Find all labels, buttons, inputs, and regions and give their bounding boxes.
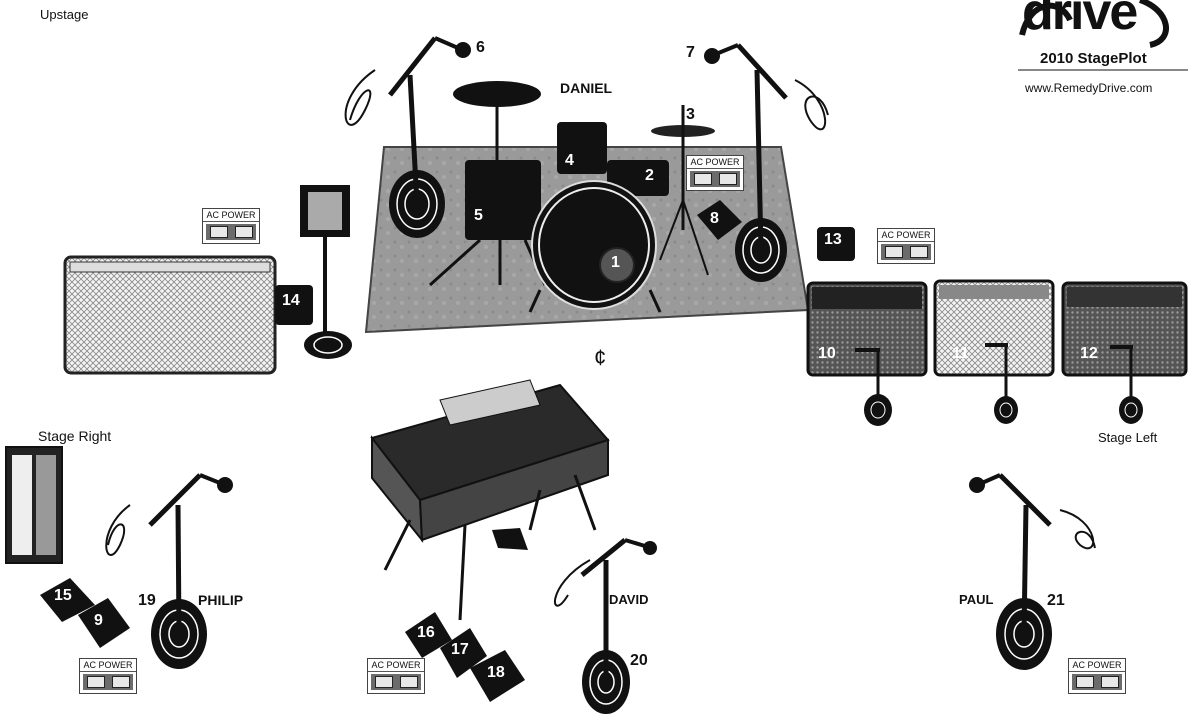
member-daniel: DANIEL xyxy=(560,80,612,96)
stage-left-label: Stage Left xyxy=(1098,430,1157,445)
vocal-mic-stand-icon xyxy=(106,475,233,669)
input-number-20: 20 xyxy=(630,652,648,670)
input-number-1: 1 xyxy=(611,254,620,272)
power-outlet-icon xyxy=(371,674,421,690)
vocal-mic-stand-icon xyxy=(555,540,657,714)
ac-power-outlet: AC POWER xyxy=(367,658,425,694)
input-number-11: 11 xyxy=(952,345,969,363)
ac-power-outlet: AC POWER xyxy=(877,228,935,264)
input-number-4: 4 xyxy=(565,152,574,170)
vocal-mic-stand-icon xyxy=(969,475,1095,670)
ac-power-outlet: AC POWER xyxy=(1068,658,1126,694)
input-number-13: 13 xyxy=(824,231,842,249)
input-number-8: 8 xyxy=(710,210,719,228)
member-david: DAVID xyxy=(609,592,648,607)
input-number-6: 6 xyxy=(476,39,485,57)
ac-power-label: AC POWER xyxy=(878,229,934,242)
input-number-2: 2 xyxy=(645,167,654,185)
member-philip: PHILIP xyxy=(198,592,243,608)
input-number-12: 12 xyxy=(1080,345,1098,363)
input-number-9: 9 xyxy=(94,612,103,630)
input-number-17: 17 xyxy=(451,641,469,659)
input-number-5: 5 xyxy=(474,207,483,225)
keyboard-rig-icon xyxy=(372,380,608,620)
ac-power-label: AC POWER xyxy=(203,209,259,222)
monitor-stand-icon xyxy=(300,185,352,359)
ac-power-label: AC POWER xyxy=(1069,659,1125,672)
input-number-10: 10 xyxy=(818,345,836,363)
power-outlet-icon xyxy=(881,244,931,260)
plot-title: 2010 StagePlot xyxy=(1040,50,1147,67)
center-stage-mark: ¢ xyxy=(594,345,606,371)
website-link[interactable]: www.RemedyDrive.com xyxy=(1025,81,1152,95)
bass-cabinet-icon xyxy=(65,257,275,373)
ac-power-label: AC POWER xyxy=(368,659,424,672)
band-logo: drive xyxy=(1022,0,1136,38)
input-number-16: 16 xyxy=(417,624,435,642)
ac-power-outlet: AC POWER xyxy=(79,658,137,694)
member-paul: PAUL xyxy=(959,592,993,607)
input-number-7: 7 xyxy=(686,44,695,62)
keyboard-stand-icon xyxy=(6,447,62,563)
ac-power-label: AC POWER xyxy=(687,156,743,169)
ac-power-outlet: AC POWER xyxy=(202,208,260,244)
ac-power-label: AC POWER xyxy=(80,659,136,672)
power-outlet-icon xyxy=(83,674,133,690)
power-outlet-icon xyxy=(1072,674,1122,690)
input-number-15: 15 xyxy=(54,587,72,605)
input-number-3: 3 xyxy=(686,106,695,124)
stage-right-label: Stage Right xyxy=(38,428,111,444)
input-number-19: 19 xyxy=(138,592,156,610)
power-outlet-icon xyxy=(206,224,256,240)
power-outlet-icon xyxy=(690,171,740,187)
upstage-label: Upstage xyxy=(40,7,88,22)
input-number-21: 21 xyxy=(1047,592,1065,610)
input-number-18: 18 xyxy=(487,664,505,682)
input-number-14: 14 xyxy=(282,292,300,310)
ac-power-outlet: AC POWER xyxy=(686,155,744,191)
